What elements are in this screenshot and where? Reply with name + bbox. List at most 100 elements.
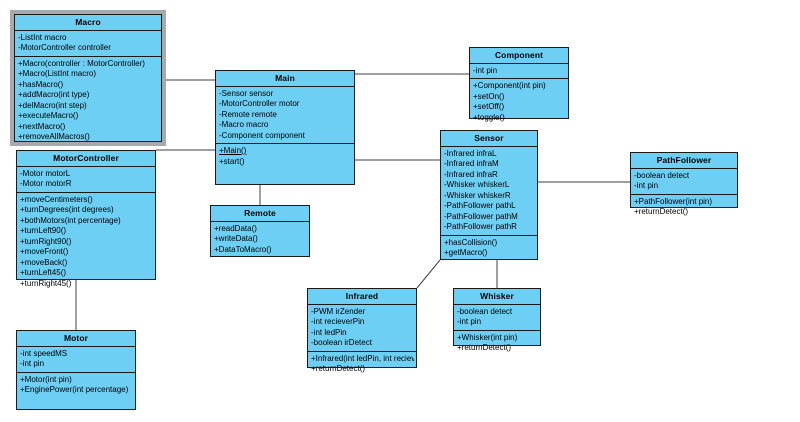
- connector-sensor-infrared: [416, 259, 441, 289]
- operation: +executeMacro(): [18, 111, 79, 120]
- class-name-macro: Macro: [15, 15, 161, 31]
- attribute: -Remote remote: [219, 109, 277, 119]
- attributes-compartment-component: -int pin: [470, 64, 568, 79]
- attribute: -PathFollower pathM: [444, 211, 518, 221]
- class-name-pathfollower: PathFollower: [631, 153, 737, 169]
- operation: +delMacro(int step): [18, 100, 87, 110]
- class-name-sensor: Sensor: [441, 131, 537, 147]
- attribute: -Component component: [219, 130, 305, 140]
- attributes-compartment-infrared: -PWM irZender-int recieverPin-int ledPin…: [308, 305, 416, 352]
- operations-compartment-pathfollower: +PathFollower(int pin)+returnDetect(): [631, 195, 737, 220]
- operation: +Motor(int pin): [20, 374, 72, 384]
- attribute: -int speedMS: [20, 348, 68, 358]
- attributes-compartment-macro: -ListInt macro-MotorController controlle…: [15, 31, 161, 57]
- attribute: -int recieverPin: [311, 317, 365, 326]
- uml-class-infrared[interactable]: Infrared-PWM irZender-int recieverPin-in…: [307, 288, 417, 373]
- operation: +readData(): [214, 223, 257, 233]
- attribute: -MotorController motor: [219, 99, 300, 108]
- attribute: -int pin: [20, 359, 45, 368]
- operation: +writeData(): [214, 234, 258, 243]
- operation: +returnDetect(): [311, 364, 366, 373]
- attribute: -int pin: [473, 65, 498, 75]
- class-name-component: Component: [470, 48, 568, 64]
- operations-compartment-macro: +Macro(controller : MotorController)+Mac…: [15, 57, 161, 145]
- operation: +returnDetect(): [634, 207, 689, 216]
- operation: +turnLeft45(): [20, 268, 67, 277]
- attributes-compartment-motor: -int speedMS-int pin: [17, 347, 135, 373]
- operation: +bothMotors(int percentage): [20, 215, 121, 225]
- attributes-compartment-whisker: -boolean detect-int pin: [454, 305, 540, 331]
- operations-compartment-sensor: +hasCollision()+getMacro(): [441, 236, 537, 261]
- attribute: -int pin: [634, 181, 659, 190]
- class-name-main: Main: [216, 71, 354, 87]
- attribute: -PathFollower pathL: [444, 201, 516, 210]
- operations-compartment-whisker: +Whisker(int pin)+returnDetect(): [454, 331, 540, 356]
- operation: +hasMacro(): [18, 79, 64, 89]
- operation: +setOn(): [473, 91, 505, 101]
- attributes-compartment-sensor: -Infrared infraL-Infrared infraM-Infrare…: [441, 147, 537, 236]
- operation: +Main(): [219, 146, 247, 155]
- operation: +start(): [219, 156, 245, 166]
- uml-class-remote[interactable]: Remote+readData()+writeData()+DataToMacr…: [210, 205, 310, 257]
- operations-compartment-infrared: +Infrared(int ledPin, int recieverPin)+r…: [308, 352, 416, 377]
- attribute: -boolean detect: [634, 170, 690, 180]
- attribute: -Whisker whiskerR: [444, 190, 511, 200]
- operation: +addMacro(int type): [18, 90, 90, 99]
- operation: +hasCollision(): [444, 237, 498, 247]
- attribute: -Whisker whiskerL: [444, 180, 510, 189]
- attribute: -Motor motorL: [20, 168, 71, 178]
- operation: +Macro(ListInt macro): [18, 69, 97, 78]
- attribute: -int pin: [457, 317, 482, 326]
- operations-compartment-component: +Component(int pin)+setOn()+setOff()+tog…: [470, 79, 568, 125]
- class-name-motorcontroller: MotorController: [17, 151, 155, 167]
- attribute: -MotorController controller: [18, 43, 111, 52]
- operations-compartment-motor: +Motor(int pin)+EnginePower(int percenta…: [17, 373, 135, 398]
- operation: +turnLeft90(): [20, 226, 67, 235]
- operations-compartment-remote: +readData()+writeData()+DataToMacro(): [211, 222, 309, 258]
- class-name-infrared: Infrared: [308, 289, 416, 305]
- attribute: -Infrared infraM: [444, 159, 499, 168]
- operation: +PathFollower(int pin): [634, 196, 713, 206]
- operations-compartment-main: +Main()+start(): [216, 144, 354, 169]
- operations-compartment-motorcontroller: +moveCentimeters()+turnDegrees(int degre…: [17, 193, 155, 292]
- attribute: -Infrared infraL: [444, 148, 497, 158]
- operation: +turnDegrees(int degrees): [20, 205, 114, 214]
- attribute: -Infrared infraR: [444, 169, 498, 179]
- operation: +turnRight90(): [20, 236, 72, 246]
- uml-class-sensor[interactable]: Sensor-Infrared infraL-Infrared infraM-I…: [440, 130, 538, 260]
- operation: +Infrared(int ledPin, int recieverPin): [311, 353, 414, 363]
- uml-class-motorcontroller[interactable]: MotorController-Motor motorL-Motor motor…: [16, 150, 156, 288]
- uml-class-motor[interactable]: Motor-int speedMS-int pin+Motor(int pin)…: [16, 330, 136, 410]
- operation: +Whisker(int pin): [457, 332, 518, 342]
- attributes-compartment-motorcontroller: -Motor motorL-Motor motorR: [17, 167, 155, 193]
- operation: +DataToMacro(): [214, 244, 272, 254]
- class-name-whisker: Whisker: [454, 289, 540, 305]
- uml-class-pathfollower[interactable]: PathFollower-boolean detect-int pin+Path…: [630, 152, 738, 216]
- attribute: -Sensor sensor: [219, 88, 274, 98]
- uml-class-main[interactable]: Main-Sensor sensor-MotorController motor…: [215, 70, 355, 185]
- attribute: -Macro macro: [219, 120, 269, 129]
- attribute: -boolean detect: [457, 306, 513, 316]
- uml-class-macro[interactable]: Macro-ListInt macro-MotorController cont…: [10, 10, 166, 146]
- attributes-compartment-main: -Sensor sensor-MotorController motor-Rem…: [216, 87, 354, 144]
- attribute: -int ledPin: [311, 327, 347, 337]
- operation: +nextMacro(): [18, 121, 66, 131]
- operation: +EnginePower(int percentage): [20, 385, 129, 394]
- attributes-compartment-pathfollower: -boolean detect-int pin: [631, 169, 737, 195]
- attribute: -boolean irDetect: [311, 338, 372, 347]
- attribute: -ListInt macro: [18, 32, 67, 42]
- class-name-remote: Remote: [211, 206, 309, 222]
- operation: +turnRight45(): [20, 278, 72, 288]
- uml-class-component[interactable]: Component-int pin+Component(int pin)+set…: [469, 47, 569, 122]
- operation: +toggle(): [473, 112, 505, 122]
- operation: +setOff(): [473, 102, 505, 111]
- operation: +getMacro(): [444, 248, 488, 257]
- class-name-motor: Motor: [17, 331, 135, 347]
- attribute: -PathFollower pathR: [444, 222, 517, 231]
- attribute: -Motor motorR: [20, 179, 72, 188]
- uml-class-whisker[interactable]: Whisker-boolean detect-int pin+Whisker(i…: [453, 288, 541, 352]
- operation: +moveFront(): [20, 247, 69, 256]
- operation: +Component(int pin): [473, 81, 546, 90]
- operation: +moveCentimeters(): [20, 194, 93, 204]
